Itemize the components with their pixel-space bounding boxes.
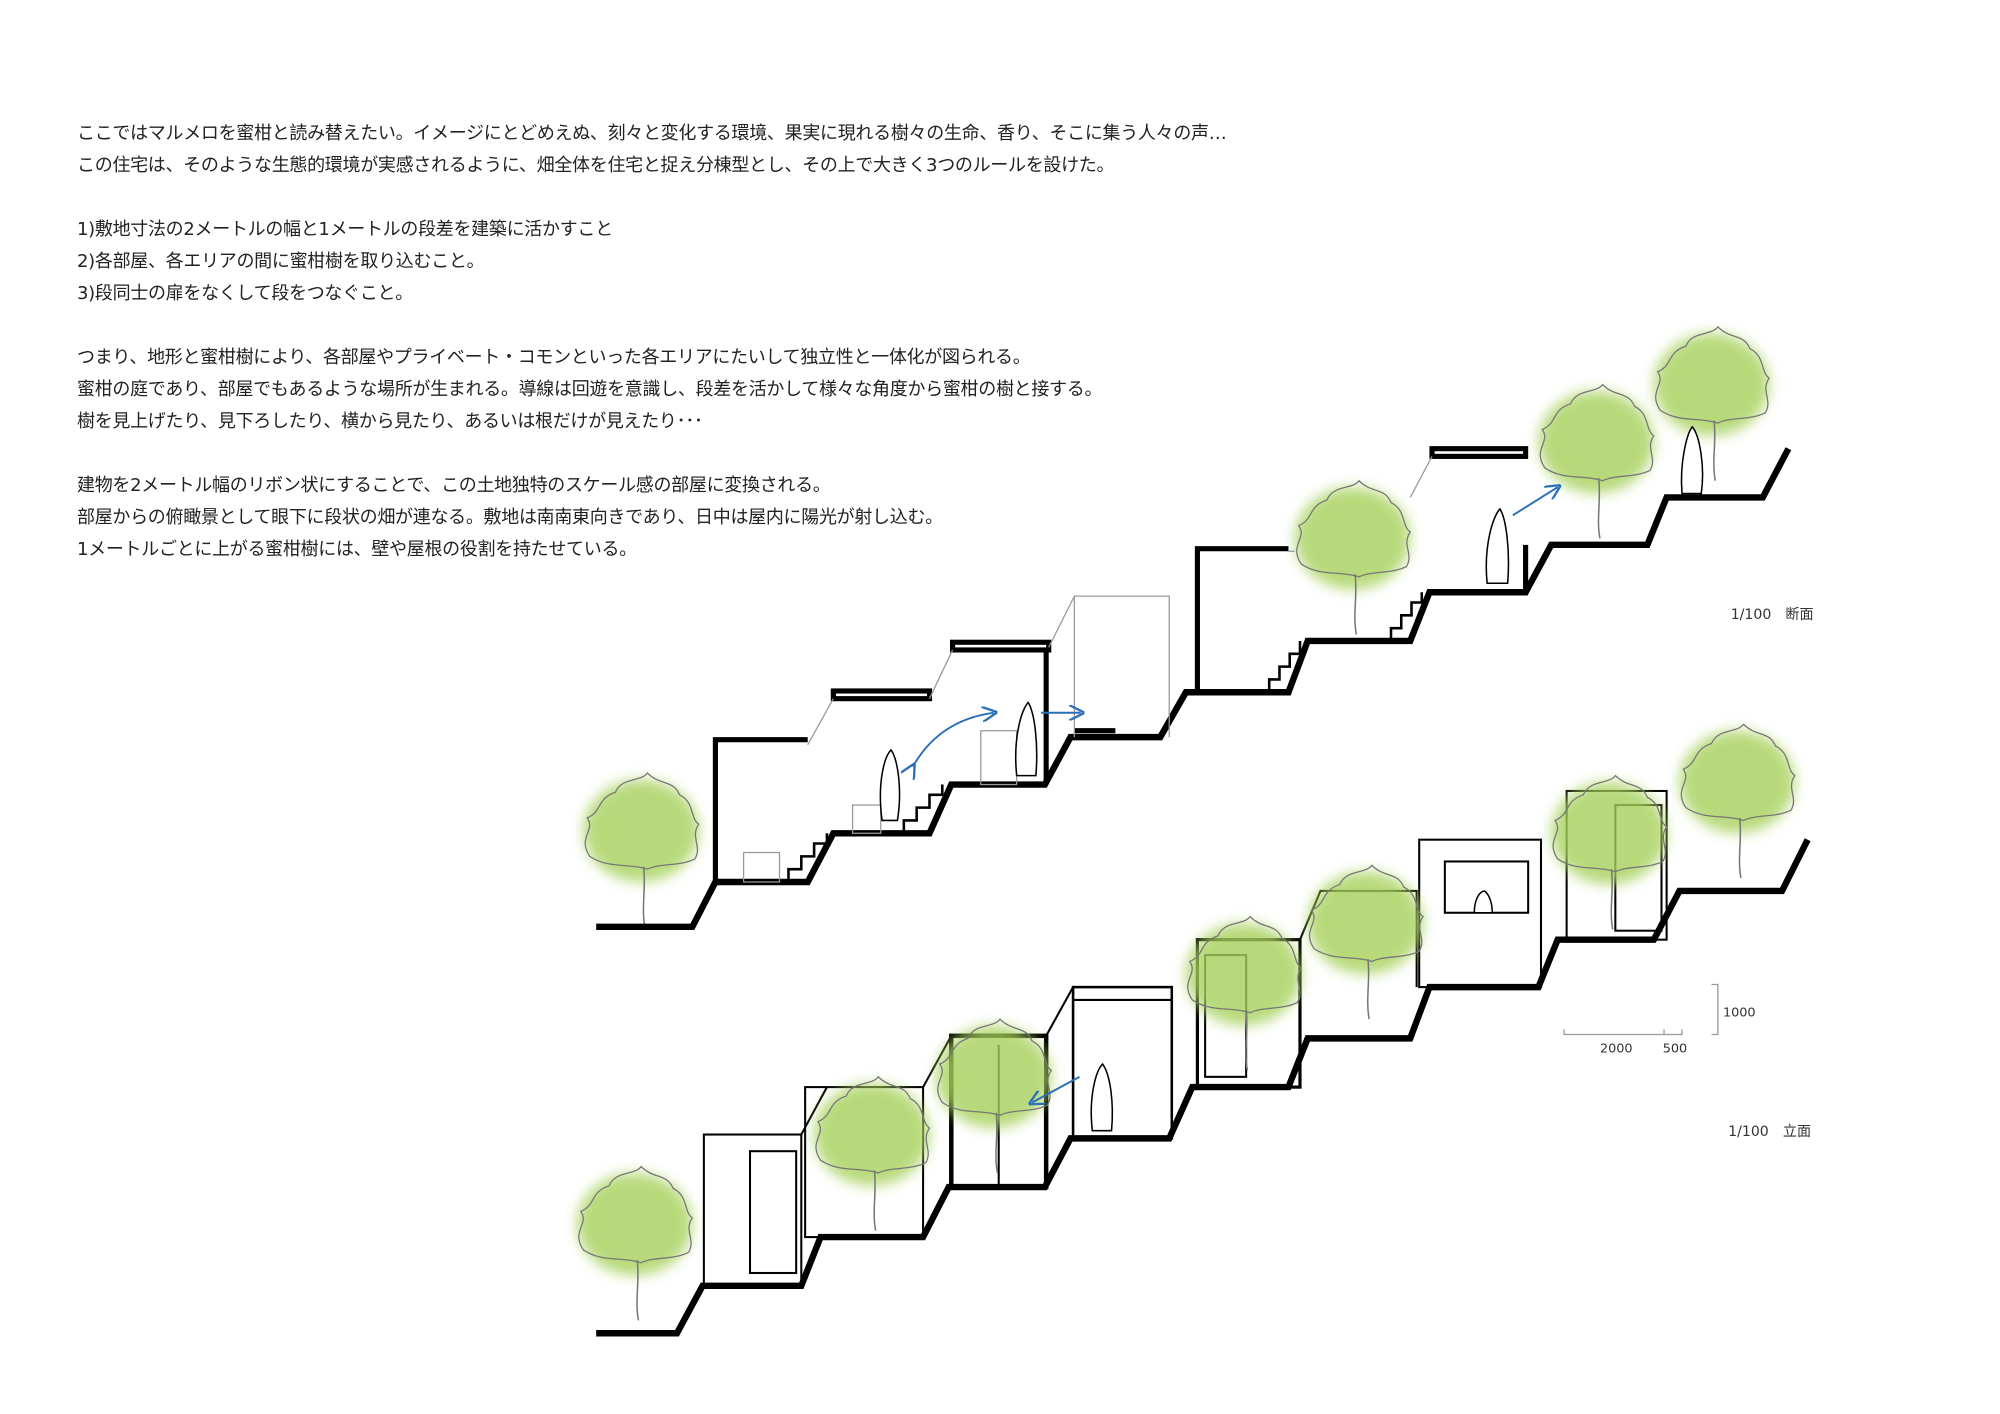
scale-bar bbox=[1563, 983, 1719, 1036]
human-figure-icon bbox=[1090, 890, 1494, 1132]
paragraph-line: 建物を2メートル幅のリボン状にすることで、この土地独特のスケール感の部屋に変換さ… bbox=[77, 475, 831, 496]
tree-icon bbox=[1654, 327, 1769, 481]
tree-icon bbox=[1186, 917, 1301, 1071]
elevation-drawing: 1000 2000 500 1/100 立面 bbox=[577, 724, 1811, 1337]
tree-icon bbox=[1679, 724, 1794, 878]
paragraph-line: 部屋からの俯瞰景として眼下に段状の畑が連なる。敷地は南南東向きであり、日中は屋内… bbox=[77, 507, 943, 528]
tree-icon bbox=[577, 1167, 692, 1321]
stairs bbox=[787, 592, 1424, 882]
scale-horizontal-label: 500 bbox=[1663, 1041, 1687, 1056]
tree-icon bbox=[583, 773, 698, 927]
paragraph-line: 蜜柑の庭であり、部屋でもあるような場所が生まれる。導線は回遊を意識し、段差を活か… bbox=[77, 379, 1103, 400]
description-text: ここではマルメロを蜜柑と読み替えたい。イメージにとどめえぬ、刻々と変化する環境、… bbox=[77, 118, 1327, 566]
human-figure-icon bbox=[879, 425, 1704, 822]
intro-line: この住宅は、そのような生態的環境が実感されるように、畑全体を住宅と捉え分棟型とし… bbox=[77, 155, 1115, 176]
rule-item: 3)段同士の扉をなくして段をつなぐこと。 bbox=[77, 283, 413, 304]
tree-icon bbox=[1295, 481, 1410, 635]
tree-icon bbox=[814, 1077, 929, 1231]
circulation-arrow-icon bbox=[913, 487, 1558, 766]
scale-horizontal-label: 2000 bbox=[1600, 1041, 1633, 1056]
paragraph-line: つまり、地形と蜜柑樹により、各部屋やプライベート・コモンといった各エリアにたいし… bbox=[77, 347, 1031, 368]
intro-line: ここではマルメロを蜜柑と読み替えたい。イメージにとどめえぬ、刻々と変化する環境、… bbox=[77, 123, 1227, 144]
building-volumes bbox=[702, 789, 1668, 1287]
tree-icon bbox=[1538, 385, 1653, 539]
ground-profile bbox=[596, 447, 1792, 931]
scale-vertical-label: 1000 bbox=[1723, 1006, 1756, 1021]
paragraph-line: 樹を見上げたり、見下ろしたり、横から見たり、あるいは根だけが見えたり･･･ bbox=[77, 411, 703, 432]
rule-item: 1)敷地寸法の2メートルの幅と1メートルの段差を建築に活かすこと bbox=[77, 219, 613, 240]
circulation-arrow-icon bbox=[1032, 1075, 1080, 1103]
building-walls bbox=[712, 446, 1529, 882]
elevation-scale-label: 1/100 立面 bbox=[1728, 1124, 1811, 1140]
ground-profile bbox=[596, 838, 1811, 1337]
tree-icon bbox=[1308, 865, 1423, 1019]
section-drawing: 1/100 断面 bbox=[583, 327, 1814, 931]
rule-item: 2)各部屋、各エリアの間に蜜柑樹を取り込むこと。 bbox=[77, 251, 485, 272]
section-scale-label: 1/100 断面 bbox=[1731, 607, 1814, 623]
tree-icon bbox=[1551, 776, 1666, 930]
paragraph-line: 1メートルごとに上がる蜜柑樹には、壁や屋根の役割を持たせている。 bbox=[77, 539, 637, 560]
